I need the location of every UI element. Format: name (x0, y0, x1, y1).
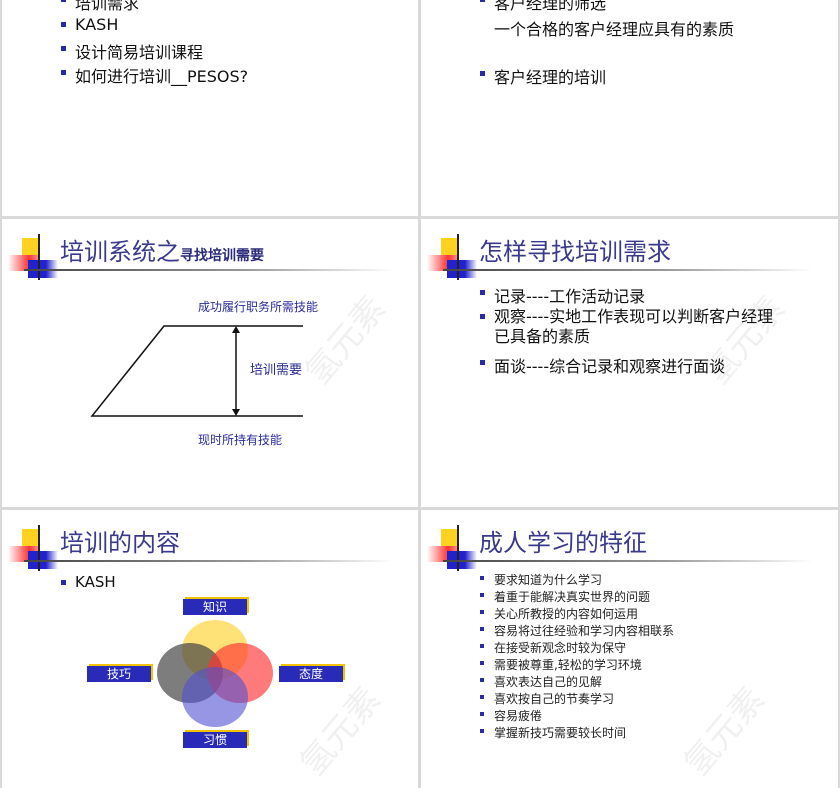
bullet: KASH (61, 573, 116, 591)
bullet: 着重于能解决真实世界的问题 (479, 590, 651, 604)
bullet: KASH (60, 15, 119, 34)
watermark: 氢元素 (676, 679, 773, 784)
slide-decoration (421, 510, 838, 580)
bullet: 客户经理的筛选 (479, 0, 606, 14)
slide-4[interactable]: 怎样寻找培训需求 记录----工作活动记录 观察----实地工作表现可以判断客户… (421, 219, 838, 507)
slide-title: 培训的内容 (60, 529, 180, 557)
sub-item: 一个合格的客户经理应具有的素质 (494, 20, 735, 39)
label-skill: 技巧 (87, 666, 151, 682)
slide-1[interactable]: 培训需求 KASH 设计简易培训课程 如何进行培训__PESOS? (2, 0, 418, 216)
bullet: 要求知道为什么学习 (479, 573, 603, 587)
gap-diagram (90, 325, 303, 417)
bullet: 面谈----综合记录和观察进行面谈 (479, 353, 725, 377)
slide-title: 培训系统之寻找培训需要 (60, 238, 264, 266)
label-attitude: 态度 (279, 666, 343, 682)
bullet: 容易疲倦 (479, 709, 543, 723)
slide-decoration (421, 219, 838, 289)
bullet: 客户经理的培训 (479, 64, 606, 88)
slide-decoration (2, 219, 418, 289)
bullet: 容易将过往经验和学习内容相联系 (479, 624, 675, 638)
slide-3[interactable]: 培训系统之寻找培训需要 成功履行职务所需技能 培训需要 现时所持有技能 氢元素 (2, 219, 418, 507)
bullet: 需要被尊重,轻松的学习环境 (480, 658, 642, 672)
bullet: 喜欢表达自己的见解 (479, 675, 603, 689)
bullet: 如何进行培训__PESOS? (60, 63, 248, 87)
bullet: 在接受新观念时较为保守 (479, 641, 627, 655)
bullet: 设计简易培训课程 (60, 39, 203, 63)
slide-5[interactable]: 培训的内容 KASH 知识 技巧 态度 习惯 氢元素 (2, 510, 418, 788)
bullet: 喜欢按自己的节奏学习 (479, 692, 615, 706)
bullet: 记录----工作活动记录 (479, 283, 645, 307)
bullet: 掌握新技巧需要较长时间 (479, 726, 627, 740)
label-habit: 习惯 (183, 732, 247, 748)
slide-title: 成人学习的特征 (479, 529, 647, 557)
bottom-label: 现时所持有技能 (198, 433, 283, 447)
bullet: 培训需求 (60, 0, 139, 14)
venn-circle-habit (182, 667, 248, 727)
middle-label: 培训需要 (250, 363, 303, 378)
slide-title: 怎样寻找培训需求 (479, 238, 671, 266)
slide-2[interactable]: 客户经理的筛选 一个合格的客户经理应具有的素质 客户经理的培训 (421, 0, 838, 216)
label-knowledge: 知识 (183, 599, 247, 615)
bullet: 关心所教授的内容如何运用 (479, 607, 639, 621)
watermark: 氢元素 (292, 679, 389, 784)
top-label: 成功履行职务所需技能 (198, 300, 319, 314)
bullet: 观察----实地工作表现可以判断客户经理已具备的素质 (480, 307, 784, 347)
slide-6[interactable]: 成人学习的特征 要求知道为什么学习 着重于能解决真实世界的问题 关心所教授的内容… (421, 510, 838, 788)
slide-decoration (2, 510, 418, 580)
